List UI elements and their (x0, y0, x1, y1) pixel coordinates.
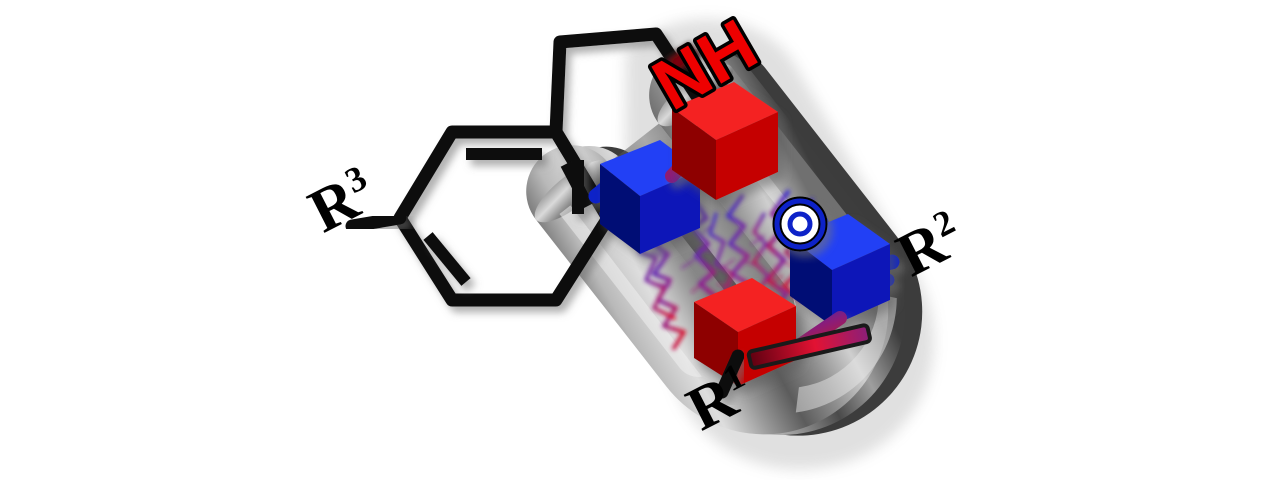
oxygen-atom-glyph (772, 196, 828, 252)
magnet-front-face (526, 49, 889, 435)
magnet-specular-bend (795, 294, 897, 413)
cube-red-lower (694, 278, 796, 386)
magnet-pole-stripe-top (663, 42, 703, 77)
cube-blue-lower (790, 214, 890, 326)
r1-bond (715, 349, 745, 399)
double-bond-4 (560, 161, 594, 209)
magnet-pole-stripe-bottom (746, 323, 872, 370)
double-bond-2 (423, 232, 471, 286)
r3-bond (345, 211, 407, 233)
cube-red-upper (672, 82, 778, 200)
aromatic-inner-lines (423, 148, 594, 286)
